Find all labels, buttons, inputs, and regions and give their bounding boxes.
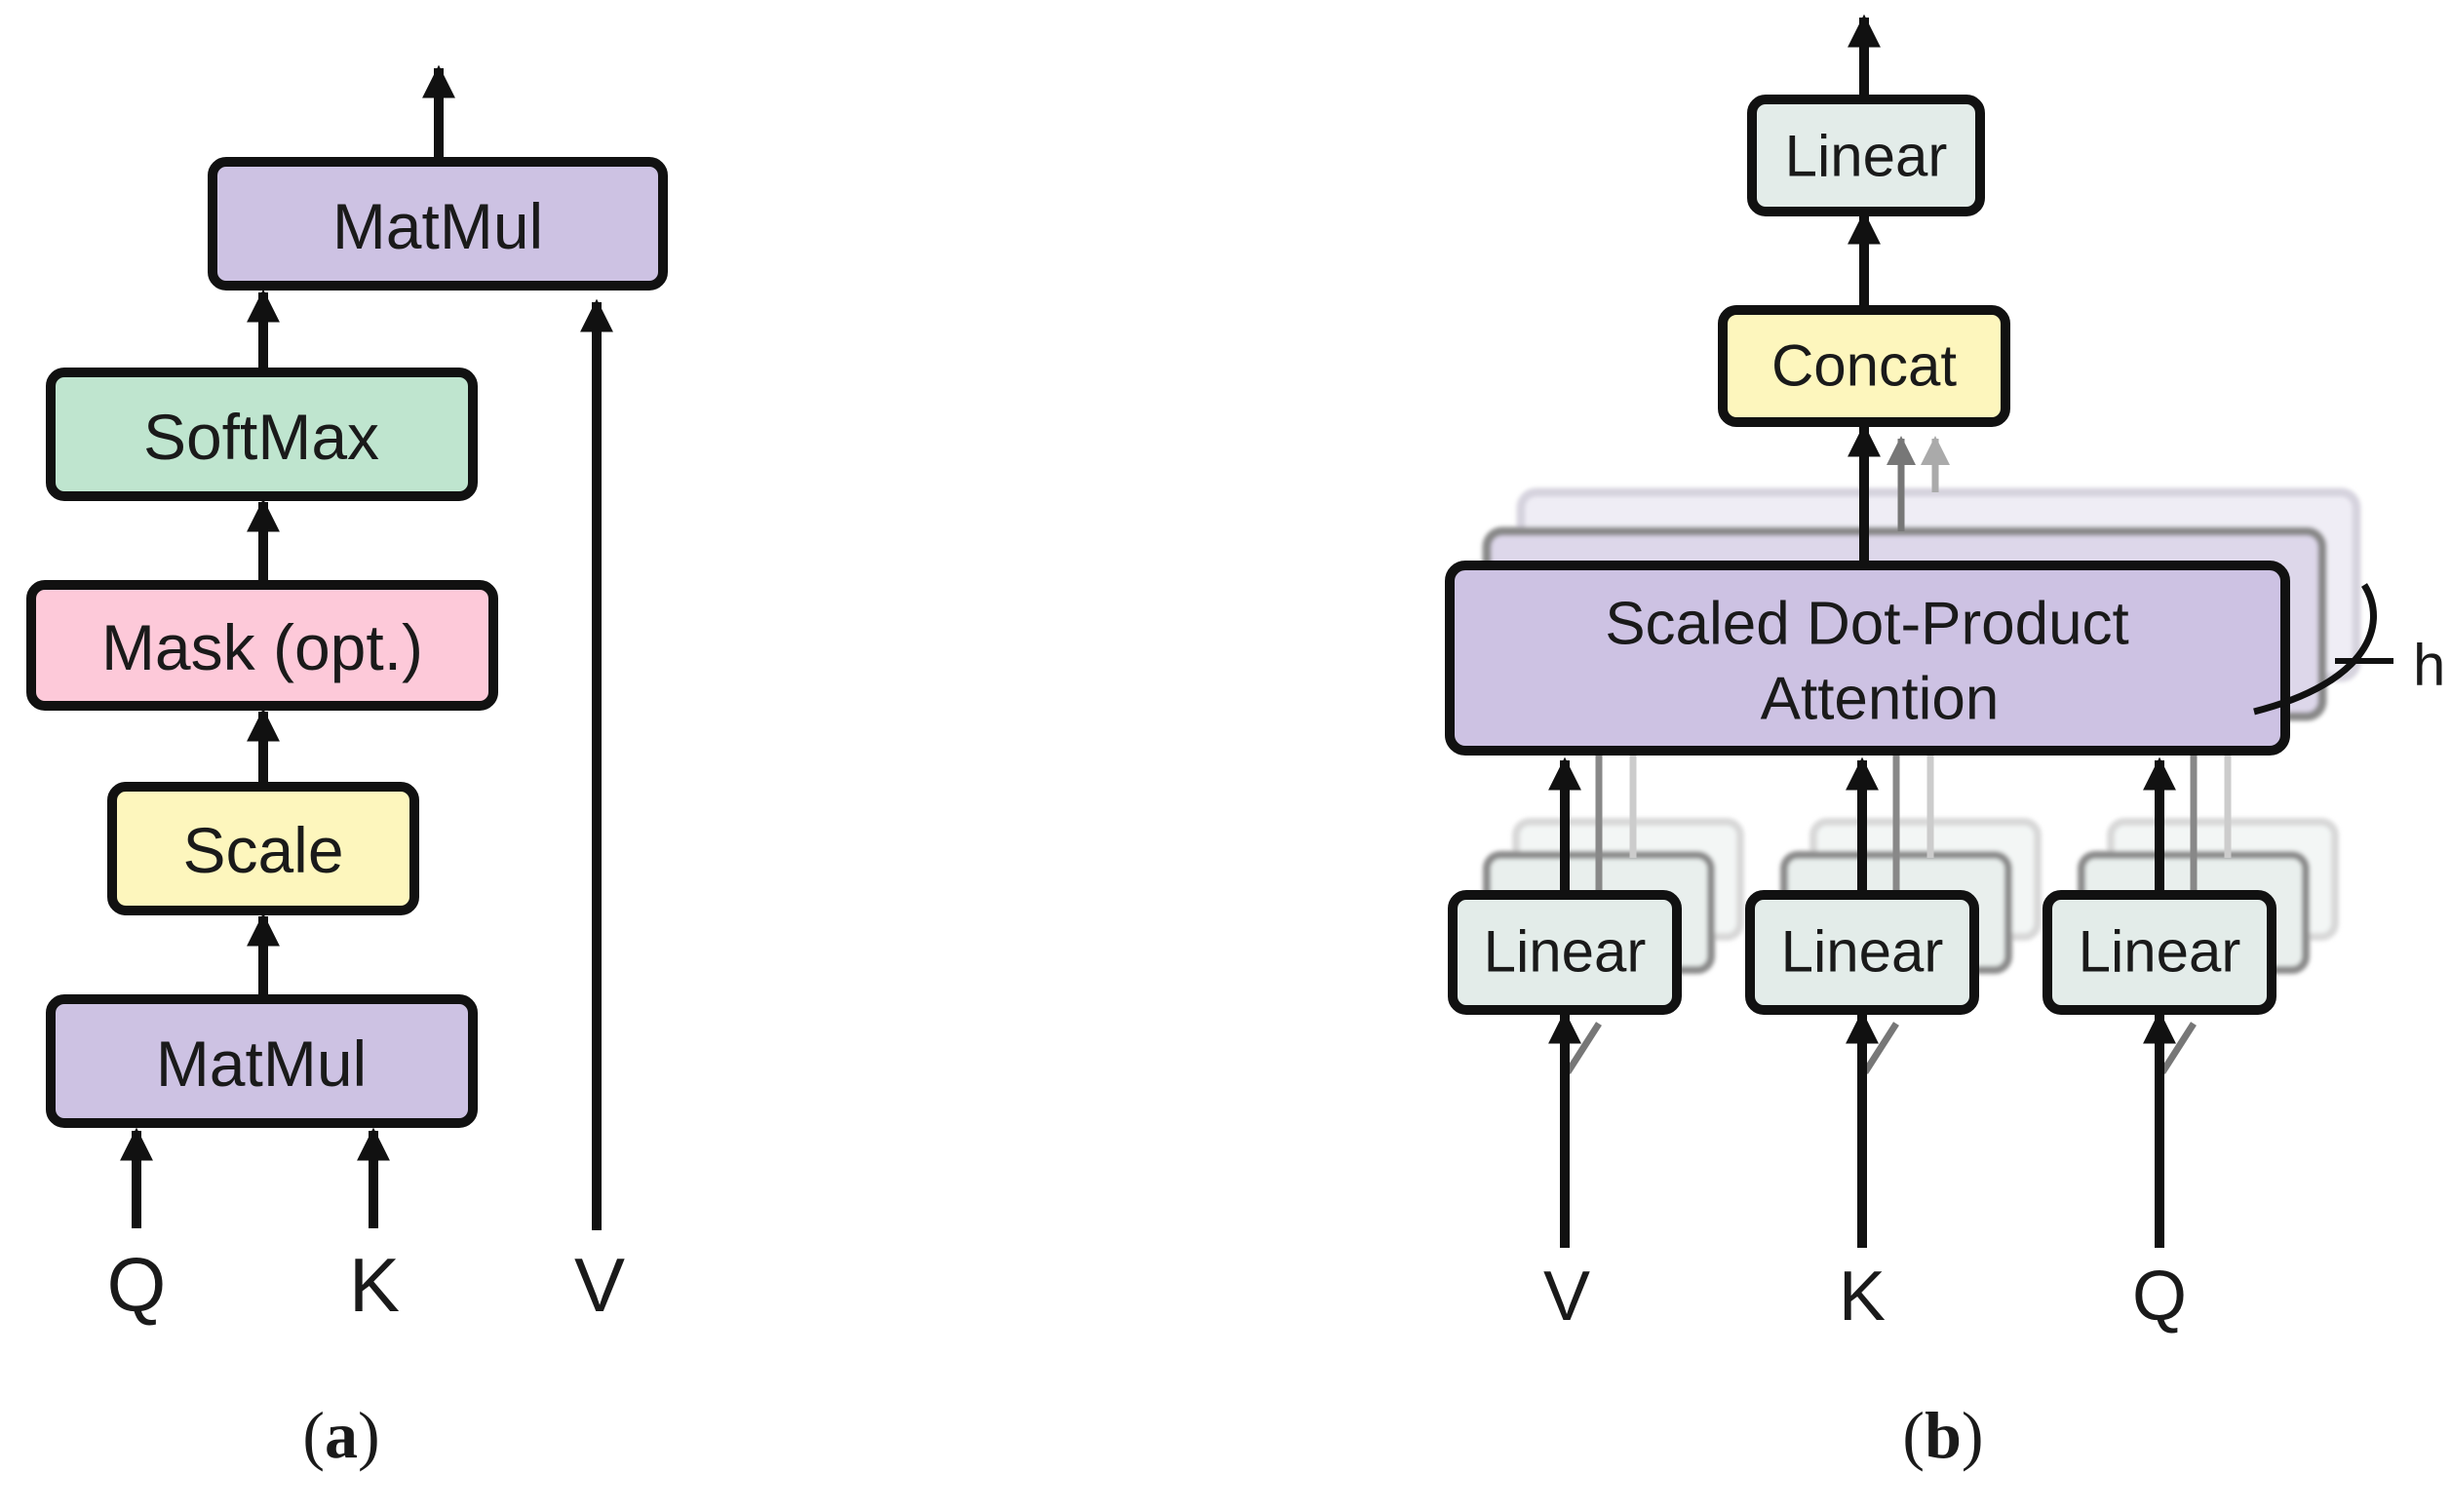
attention-label-line2: Attention (1761, 666, 2000, 733)
linear-q-label: Linear (2079, 919, 2241, 985)
softmax-box (46, 368, 478, 501)
matmul-top-label: MatMul (332, 190, 543, 262)
matmul-bottom-box (46, 994, 478, 1128)
input-v-label-b: V (1543, 1258, 1590, 1336)
heads-label: h (2413, 633, 2445, 698)
input-q-label-b: Q (2132, 1258, 2187, 1336)
input-k-label-b: K (1839, 1258, 1886, 1336)
attention-label-line1: Scaled Dot-Product (1605, 591, 2129, 658)
linear-v-label: Linear (1484, 919, 1647, 985)
linear-k-box (1745, 890, 1979, 1015)
input-v-label: V (574, 1242, 625, 1328)
caption-b: (b) (1902, 1398, 1983, 1472)
input-q-label: Q (107, 1242, 167, 1328)
scale-box (107, 782, 419, 915)
attention-box (1445, 561, 2290, 756)
matmul-bottom-label: MatMul (156, 1027, 367, 1100)
linear-top-box (1747, 95, 1985, 216)
linear-k-label: Linear (1781, 919, 1944, 985)
softmax-label: SoftMax (143, 401, 379, 473)
mask-label: Mask (opt.) (101, 611, 423, 683)
concat-label: Concat (1771, 333, 1957, 399)
linear-top-label: Linear (1785, 124, 1948, 189)
caption-a: (a) (302, 1398, 379, 1472)
input-k-label: K (349, 1242, 400, 1328)
matmul-top-box (208, 157, 668, 291)
heads-bracket (2253, 583, 2377, 716)
mask-box (26, 580, 498, 711)
linear-v-box (1448, 890, 1682, 1015)
linear-q-box (2042, 890, 2276, 1015)
scale-label: Scale (182, 814, 343, 886)
concat-box (1718, 305, 2010, 427)
panel-a: MatMul SoftMax Mask (opt.) Scale MatMul … (26, 64, 668, 1472)
panel-b: Scaled Dot-Product Attention h (1445, 14, 2445, 1472)
